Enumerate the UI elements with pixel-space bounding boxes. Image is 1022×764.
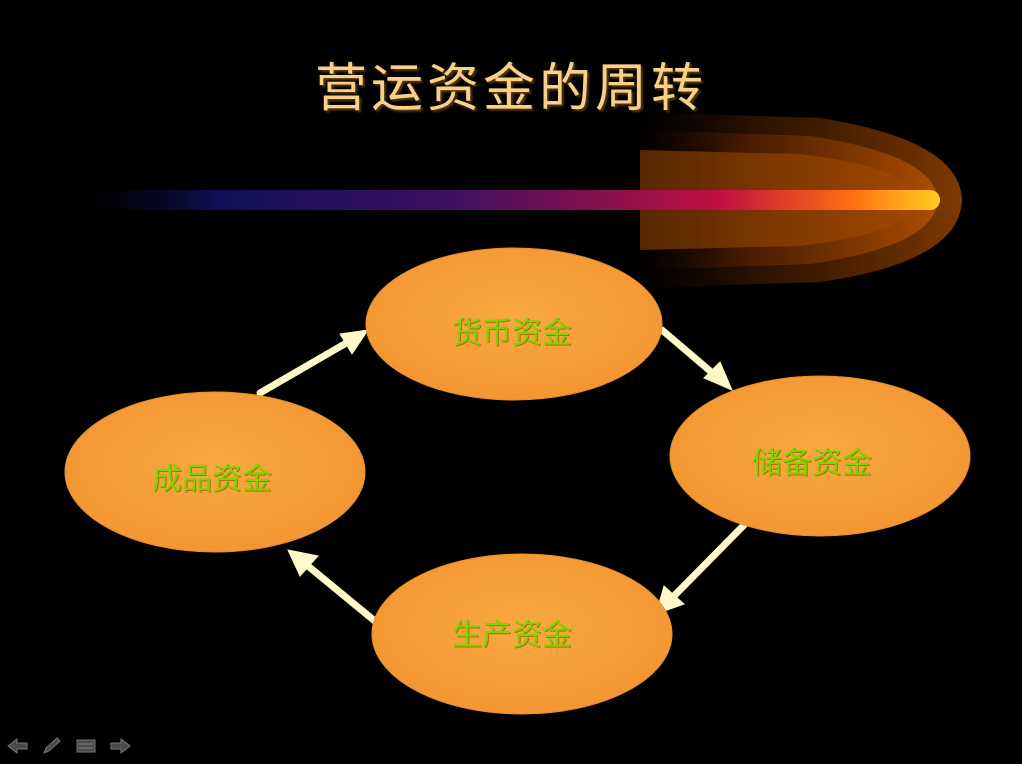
- arrow-reserve-to-production: [655, 521, 748, 615]
- node-reserve: [669, 375, 971, 537]
- node-label-production: 生产资金: [452, 618, 572, 653]
- node-money: [365, 247, 663, 401]
- node-label-finished: 成品资金: [152, 462, 272, 497]
- menu-icon[interactable]: [74, 736, 98, 756]
- node-label-money: 货币资金: [452, 316, 572, 351]
- node-production: [371, 553, 673, 715]
- arrow-finished-to-money: [256, 329, 370, 397]
- arrow-money-to-reserve: [658, 326, 733, 391]
- slide-title: 营运资金的周转: [314, 59, 707, 119]
- pen-icon[interactable]: [40, 736, 64, 756]
- decorative-comet: [60, 112, 962, 288]
- arrow-right-icon[interactable]: [108, 736, 132, 756]
- arrow-left-icon[interactable]: [6, 736, 30, 756]
- slideshow-nav: [6, 736, 132, 756]
- node-finished: [64, 391, 366, 553]
- node-label-reserve: 储备资金: [752, 446, 872, 481]
- arrow-production-to-finished: [287, 549, 380, 626]
